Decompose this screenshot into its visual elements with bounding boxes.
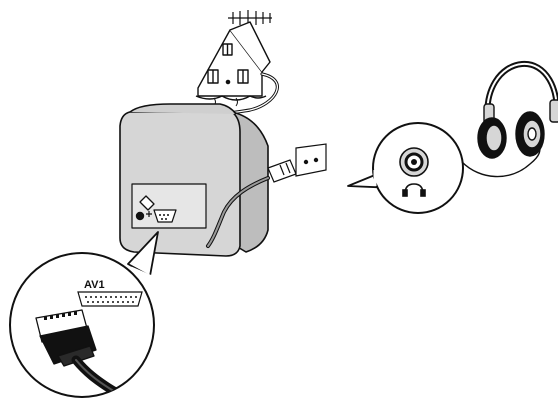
power-plug	[267, 159, 297, 183]
headphone-symbol-icon	[402, 183, 426, 197]
wall-outlet-icon	[295, 143, 327, 177]
scart-socket-small	[153, 209, 177, 223]
headphones-icon	[477, 60, 558, 159]
scart-plug	[35, 309, 145, 397]
antenna-plug	[139, 195, 155, 211]
scart-socket-av1	[77, 291, 143, 307]
house-icon	[195, 21, 271, 107]
headphone-jack	[399, 147, 429, 177]
scart-label-av1: AV1	[84, 279, 105, 291]
tv-rear	[119, 103, 269, 257]
antenna-input-icon	[135, 211, 152, 221]
